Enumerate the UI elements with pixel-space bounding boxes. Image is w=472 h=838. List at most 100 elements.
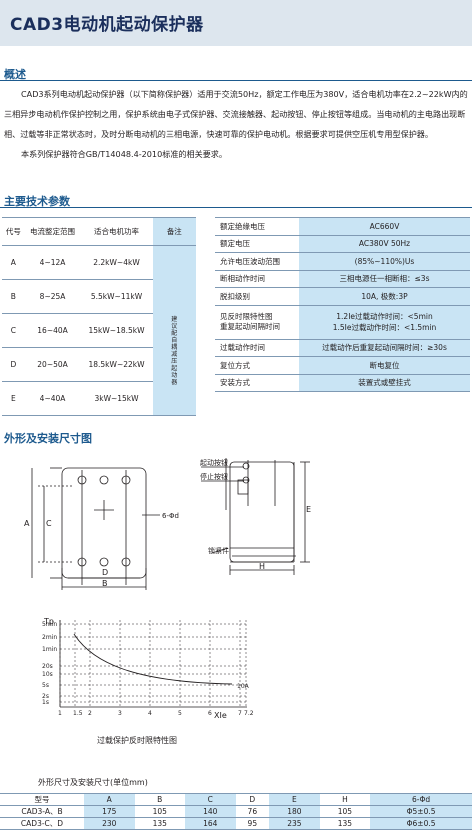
spec-key: 过载动作时间 <box>215 338 299 357</box>
curve-y-tick-label: 1min <box>42 646 57 653</box>
t1-power: 15kW~18.5kW <box>80 313 153 348</box>
overview-paragraph-1: CAD3系列电动机起动保护器（以下简称保护器）适用于交流50Hz，额定工作电压为… <box>4 89 468 139</box>
spec-key: 安装方式 <box>215 373 299 392</box>
install-heading: 外形及安装尺寸图 <box>4 432 92 445</box>
dim-label-b: B <box>102 579 108 588</box>
dim-cell: Φ5±0.5 <box>370 805 472 818</box>
spec-value: 过载动作后重复起动间隔时间：≥30s <box>299 338 470 357</box>
t1-power: 2.2kW~4kW <box>80 245 153 280</box>
dim-cell: CAD3-C、D <box>0 817 84 830</box>
side-view-drawing: 起动按钮 停止按钮 E H 锁紧件 <box>200 458 311 575</box>
dim-cell: 95 <box>235 817 270 830</box>
dim-cell: 135 <box>319 817 371 830</box>
curve-x-tick-label: 7.2 <box>244 710 254 717</box>
spec-key: 允许电压波动范围 <box>215 252 299 271</box>
curve-series-label: 10A <box>237 683 250 690</box>
curve-y-tick-label: 5s <box>42 682 49 689</box>
t1-code: E <box>2 381 25 416</box>
front-body <box>61 467 147 579</box>
curve-y-tick-label: 10s <box>42 671 53 678</box>
curve-y-tick-label: 1s <box>42 699 49 706</box>
spec-value: 断电复位 <box>299 356 470 375</box>
dim-cell: 135 <box>134 817 185 830</box>
curve-x-tick-label: 1.5 <box>73 710 83 717</box>
curve-y-axis-label: Tp <box>43 617 54 626</box>
curve-x-tick-label: 1 <box>58 710 62 717</box>
dim-cell: 235 <box>269 817 320 830</box>
spec-key: 额定绝缘电压 <box>215 217 299 236</box>
spec-value: AC380V 50Hz <box>299 234 470 253</box>
curve-x-tick-label: 5 <box>178 710 182 717</box>
spec-key: 脱扣级别 <box>215 287 299 306</box>
t1-code: A <box>2 245 25 280</box>
dim-header-model: 型号 <box>0 793 84 806</box>
spec-key: 断相动作时间 <box>215 269 299 288</box>
dim-label-h: H <box>259 562 265 571</box>
curve-x-tick-label: 3 <box>118 710 122 717</box>
curve-x-tick-label: 6 <box>208 710 212 717</box>
spec-value: 1.2Ie过载动作时间：<5min 1.5Ie过载动作时间：<1.5min <box>299 304 470 340</box>
t1-code: B <box>2 279 25 314</box>
dim-cell: 140 <box>185 805 236 818</box>
dim-cell: CAD3-A、B <box>0 805 84 818</box>
t1-note-text: 建议配自耦减压起动器 <box>171 315 178 386</box>
spec-value: 三相电源任一相断相：≤3s <box>299 269 470 288</box>
t1-header-note: 备注 <box>152 217 196 246</box>
t1-power: 18.5kW~22kW <box>80 347 153 382</box>
dimension-table: 型号 A B C D E H 6-Φd CAD3-A、B 175 105 140… <box>0 793 472 830</box>
label-start-button: 起动按钮 <box>200 458 228 467</box>
curve-x-axis-label: XIe <box>214 711 227 720</box>
dim-header-hole: 6-Φd <box>370 793 472 806</box>
dim-cell: 164 <box>185 817 236 830</box>
overview-paragraph: CAD3系列电动机起动保护器（以下简称保护器）适用于交流50Hz，额定工作电压为… <box>4 84 468 164</box>
dimension-table-caption: 外形尺寸及安装尺寸(单位mm) <box>38 778 148 787</box>
dim-label-d: D <box>102 568 108 577</box>
dim-header-c: C <box>185 793 236 806</box>
dim-cell: 76 <box>235 805 270 818</box>
dim-cell: 230 <box>84 817 135 830</box>
params-heading: 主要技术参数 <box>4 195 70 208</box>
dim-header-e: E <box>269 793 320 806</box>
dim-cell: 180 <box>269 805 320 818</box>
dim-header-a: A <box>84 793 135 806</box>
curve-x-tick-label: 2 <box>88 710 92 717</box>
spec-key: 复位方式 <box>215 356 299 375</box>
curve-x-tick-label: 7 <box>238 710 242 717</box>
overload-curve-line <box>73 633 233 685</box>
curve-y-tick-label: 2s <box>42 693 49 700</box>
spec-key: 见反时限特性图 重复起动间隔时间 <box>215 304 299 340</box>
dim-cell: 105 <box>134 805 185 818</box>
dim-cell: Φ6±0.5 <box>370 817 472 830</box>
spec-value: 装置式或壁挂式 <box>299 373 470 392</box>
overview-rule <box>0 80 472 81</box>
title-bar: CAD3电动机起动保护器 <box>0 0 472 46</box>
spec-value: 10A, 极数:3P <box>299 287 470 306</box>
current-range-table: 代号 电流整定范围 适合电机功率 备注 A 4~12A 2.2kW~4kW 建议… <box>2 217 196 416</box>
t1-header-range: 电流整定范围 <box>24 217 81 246</box>
t1-range: 4~12A <box>24 245 81 280</box>
dim-label-c: C <box>46 519 52 528</box>
dim-label-holes: 6-Φd <box>162 512 179 520</box>
dim-label-a: A <box>24 519 30 528</box>
t1-code: D <box>2 347 25 382</box>
curve-y-tick-label: 5min <box>42 621 57 628</box>
spec-value: (85%~110%)Us <box>299 252 470 271</box>
t1-power: 5.5kW~11kW <box>80 279 153 314</box>
curve-y-tick-label: 2min <box>42 634 57 641</box>
dim-cell: 105 <box>319 805 371 818</box>
overview-paragraph-2: 本系列保护器符合GB/T14048.4-2010标准的相关要求。 <box>21 149 227 159</box>
t1-header-code: 代号 <box>2 217 25 246</box>
overview-heading: 概述 <box>4 68 26 81</box>
curve-x-tick-label: 4 <box>148 710 152 717</box>
curve-caption: 过载保护反时限特性图 <box>97 736 177 745</box>
t1-header-power: 适合电机功率 <box>80 217 153 246</box>
dim-header-h: H <box>319 793 371 806</box>
front-view-drawing: A C D B 6-Φd <box>24 467 179 590</box>
t1-range: 4~40A <box>24 381 81 416</box>
dim-cell: 175 <box>84 805 135 818</box>
spec-key: 额定电压 <box>215 234 299 253</box>
t1-range: 16~40A <box>24 313 81 348</box>
curve-y-tick-label: 20s <box>42 663 53 670</box>
